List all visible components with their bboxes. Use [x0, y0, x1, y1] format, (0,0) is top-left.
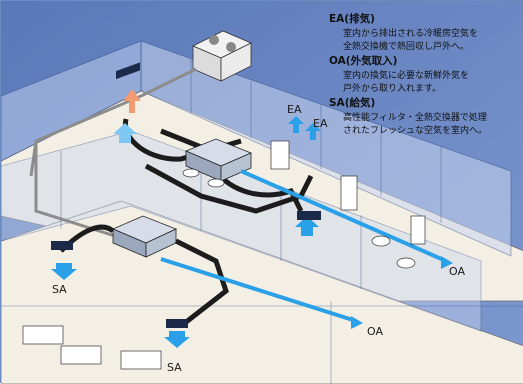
oa-arrow-upper [441, 256, 453, 269]
sa-arrows [51, 123, 319, 348]
ea-label-right: EA [313, 117, 328, 130]
exhaust-arrow-roof [123, 89, 141, 113]
legend-ea-line-2: 全熱交換機で熱回収し戸外へ。 [343, 40, 469, 52]
heat-exchanger-upper [184, 138, 253, 182]
oa-label-upper: OA [449, 265, 465, 278]
oa-duct-upper [240, 169, 447, 263]
refrigerant-pipe [29, 67, 197, 243]
legend-oa-line-1: 室内の換気に必要な新鮮外気を [343, 69, 469, 81]
oa-arrow-lower [351, 316, 363, 329]
legend: EA(排気) 室内から排出される冷暖房空気を 全熱交換機で熱回収し戸外へ。 OA… [329, 12, 487, 136]
legend-sa-line-2: されたフレッシュな空気を室内へ。 [343, 124, 487, 136]
legend-ea-title: EA(排気) [329, 12, 375, 25]
outdoor-unit [192, 30, 252, 82]
legend-oa-line-2: 戸外から取り入れます。 [343, 82, 441, 94]
ea-arrows [288, 116, 321, 140]
legend-sa-title: SA(給気) [329, 96, 375, 109]
upper-room-wall-left [1, 40, 142, 162]
sa-label-bottom: SA [167, 361, 182, 374]
legend-ea-line-1: 室内から排出される冷暖房空気を [343, 27, 478, 39]
heat-exchanger-lower [111, 215, 178, 258]
furniture [22, 140, 426, 370]
ea-label-left: EA [287, 103, 302, 116]
legend-oa-title: OA(外気取入) [329, 54, 397, 67]
sa-label-left: SA [52, 283, 67, 296]
indoor-units [51, 62, 321, 328]
oa-duct-lower [160, 257, 357, 323]
oa-label-lower: OA [367, 325, 383, 338]
legend-sa-line-1: 高性能フィルタ・全熱交換器で処理 [343, 111, 487, 123]
